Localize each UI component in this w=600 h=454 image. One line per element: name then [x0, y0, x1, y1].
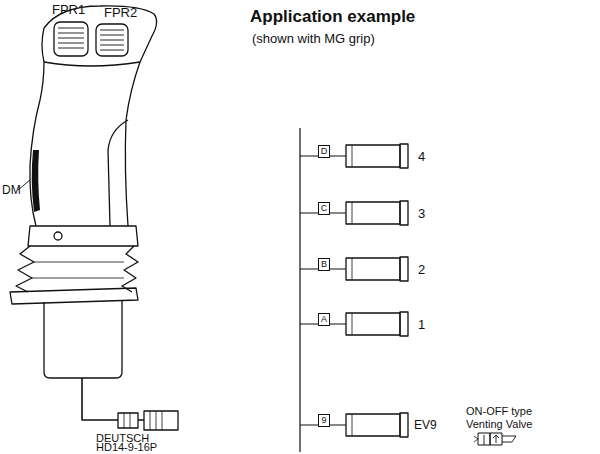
- wire-tag: D: [318, 145, 330, 158]
- callout-number: 2: [418, 263, 425, 277]
- part-name: FPR2: [104, 6, 137, 20]
- part-name: DM: [2, 184, 21, 197]
- callout-number: 1: [418, 318, 425, 332]
- wire-letter: D: [321, 147, 328, 156]
- wire-letter: A: [321, 315, 327, 324]
- wire-letter: B: [321, 260, 327, 269]
- diagram-title: Application example: [250, 8, 415, 27]
- valve-type: ON-OFF type: [466, 405, 532, 417]
- valve-type: Venting Valve: [466, 418, 532, 430]
- part-name: FPR1: [52, 3, 85, 17]
- wire-letter: 9: [321, 416, 326, 425]
- wire-tag: 9: [318, 414, 330, 427]
- wire-tag: A: [318, 313, 330, 326]
- wire-tag: C: [318, 202, 330, 215]
- wire-tag: B: [318, 258, 330, 271]
- callout-number: EV9: [414, 419, 437, 432]
- subtitle-note: (shown with MG grip): [252, 32, 375, 46]
- callout-number: 3: [418, 207, 425, 221]
- callout-number: 4: [418, 150, 425, 164]
- connector-part-number: HD14-9-16P: [96, 441, 157, 453]
- wire-letter: C: [321, 204, 328, 213]
